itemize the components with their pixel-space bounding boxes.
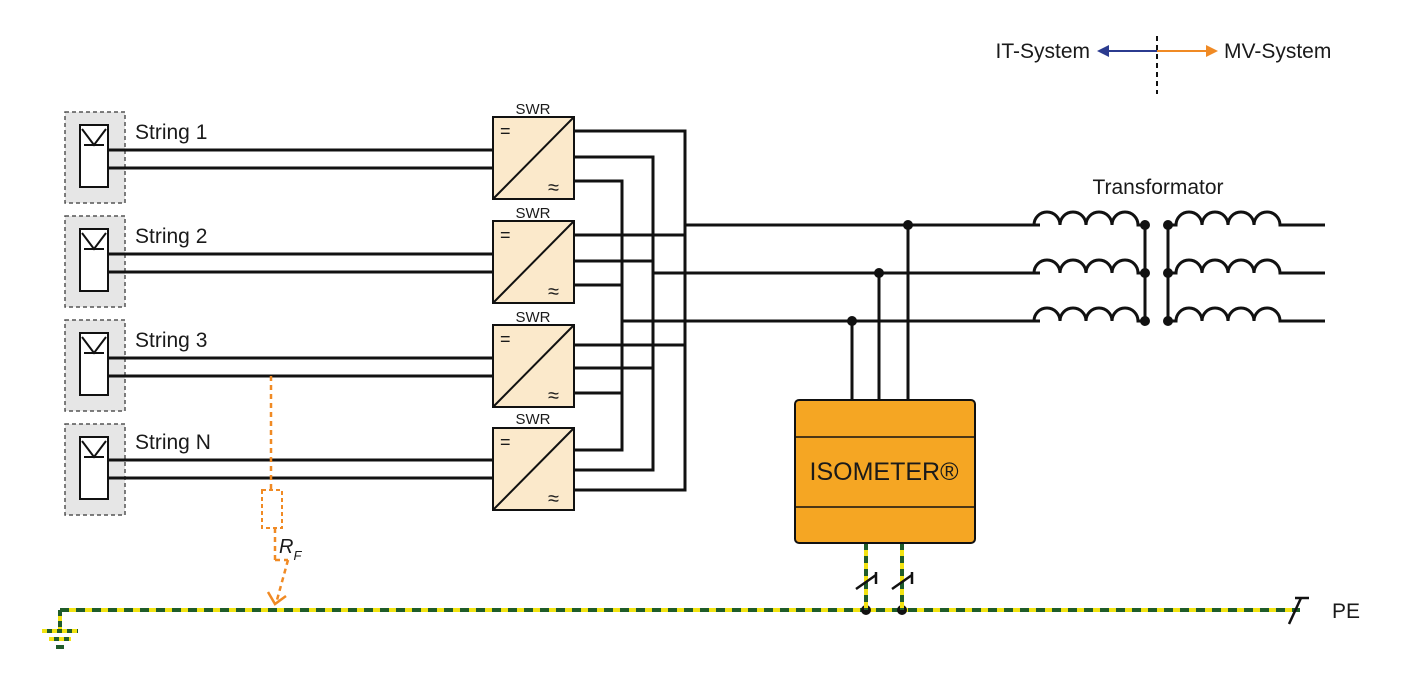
- isometer-device: ISOMETER®: [794, 399, 976, 544]
- transformer-label: Transformator: [1092, 176, 1223, 199]
- inverter-label: SWR: [516, 101, 551, 118]
- transformer-coil-icon: [1032, 210, 1145, 323]
- transformer-coil-icon: [1168, 210, 1325, 323]
- dc-symbol: =: [500, 121, 511, 141]
- inverter-n: SWR = ≈: [492, 411, 575, 511]
- legend-mv-system-label: MV-System: [1224, 40, 1331, 63]
- fault-resistance-label: RF: [279, 536, 302, 563]
- inverter-label: SWR: [516, 205, 551, 222]
- isometer-label: ISOMETER®: [810, 458, 960, 486]
- string-3: String 3: [64, 319, 493, 412]
- ac-symbol: ≈: [548, 488, 559, 510]
- ground-icon: [42, 629, 78, 649]
- transformer: [1032, 210, 1325, 323]
- ac-symbol: ≈: [548, 281, 559, 303]
- fault-arrowhead: [266, 591, 287, 606]
- inverter-icon: = ≈: [492, 427, 575, 511]
- dc-symbol: =: [500, 432, 511, 452]
- string-label: String N: [135, 431, 211, 454]
- inverter-icon: = ≈: [492, 220, 575, 304]
- inverter-label: SWR: [516, 411, 551, 428]
- pv-panel-icon: [79, 332, 109, 396]
- inverter-ac-wiring: [574, 129, 1040, 492]
- pe-label: PE: [1332, 600, 1360, 623]
- pe-conductor: PE: [58, 596, 1360, 632]
- dc-symbol: =: [500, 329, 511, 349]
- insulation-fault: RF: [261, 376, 302, 606]
- inverter-1: SWR = ≈: [492, 101, 575, 200]
- string-1: String 1: [64, 111, 493, 204]
- inverter-3: SWR = ≈: [492, 309, 575, 408]
- string-label: String 2: [135, 225, 207, 248]
- ac-symbol: ≈: [548, 385, 559, 407]
- isometer-pe-connections: [855, 543, 914, 610]
- pv-panel-icon: [79, 124, 109, 188]
- string-label: String 1: [135, 121, 207, 144]
- string-n: String N: [64, 423, 493, 516]
- inverter-icon: = ≈: [492, 324, 575, 408]
- pv-panel-icon: [79, 228, 109, 292]
- legend-it-system-label: IT-System: [995, 40, 1090, 63]
- ac-symbol: ≈: [548, 177, 559, 199]
- pe-termination-mark: [1287, 597, 1303, 625]
- legend-it-arrowhead: [1097, 45, 1109, 57]
- inverter-icon: = ≈: [492, 116, 575, 200]
- isometer-phase-taps: [850, 225, 910, 401]
- fault-resistor: [261, 489, 283, 529]
- system-legend: IT-System MV-System: [995, 36, 1331, 94]
- inverter-label: SWR: [516, 309, 551, 326]
- inverter-2: SWR = ≈: [492, 205, 575, 304]
- string-2: String 2: [64, 215, 493, 308]
- string-label: String 3: [135, 329, 207, 352]
- legend-mv-arrowhead: [1206, 45, 1218, 57]
- pv-panel-icon: [79, 436, 109, 500]
- dc-symbol: =: [500, 225, 511, 245]
